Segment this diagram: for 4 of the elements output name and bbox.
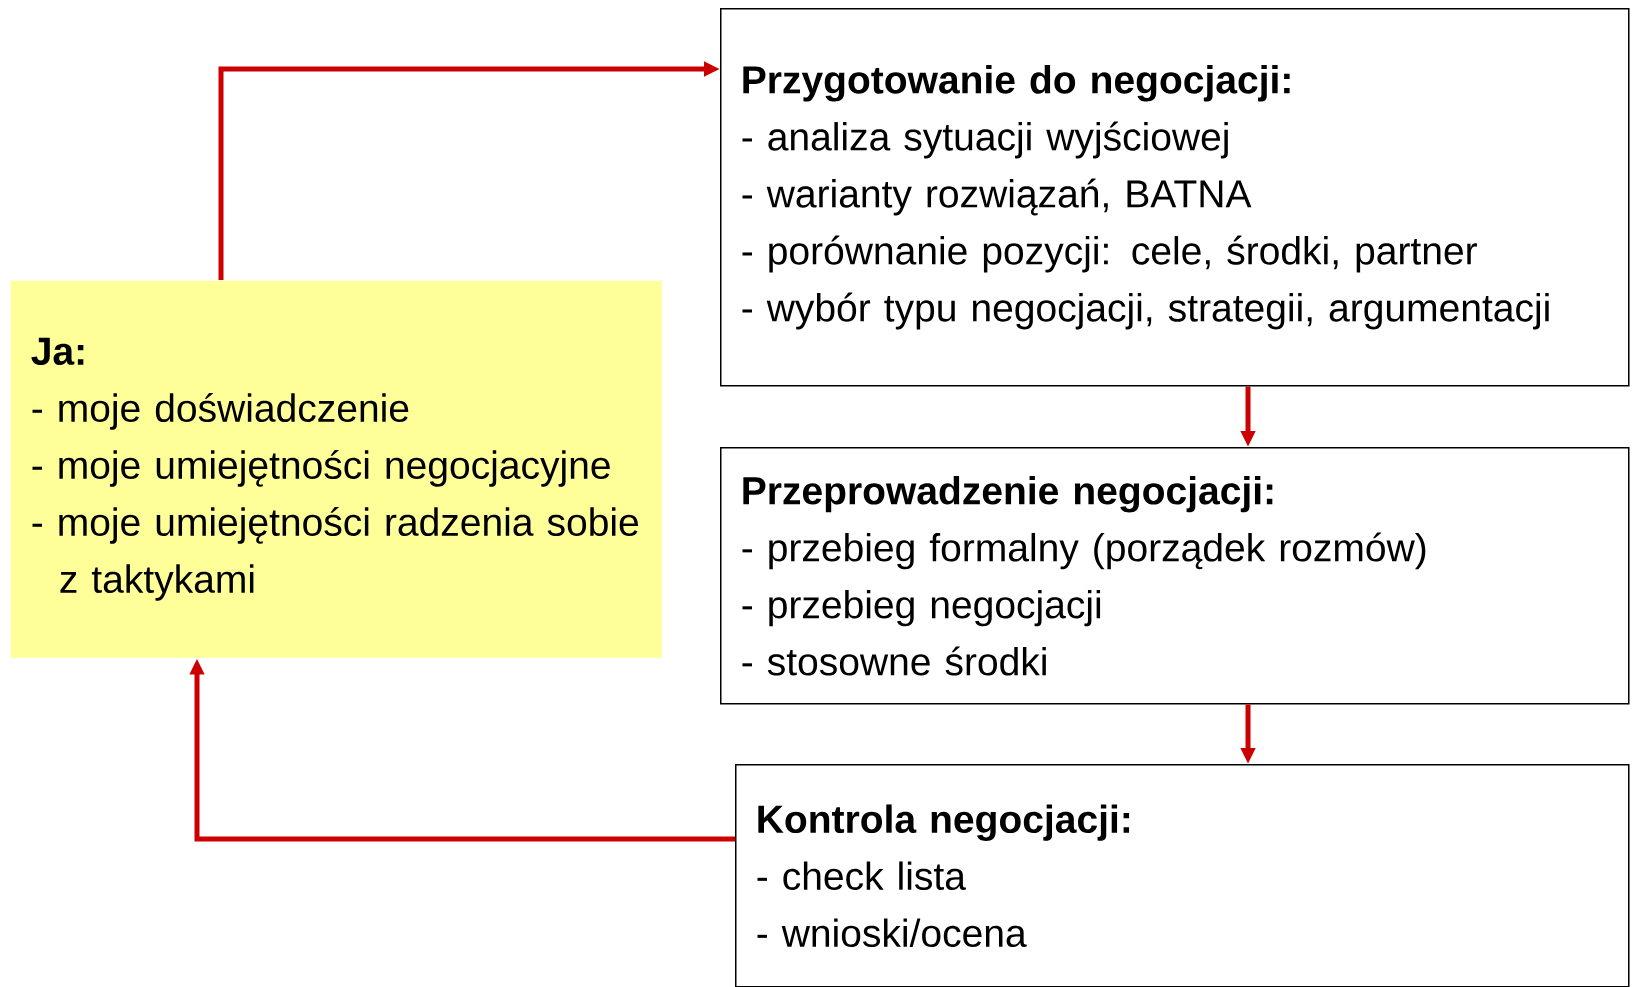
note-box: Ja: - moje doświadczenie - moje umiejętności negocjacyjne - moje umiejętności radzenia sobie z taktykami	[10, 280, 662, 658]
process-box: Przygotowanie do negocjacji: - analiza sytuacji wyjściowej - warianty rozwiązań, BATNA - porównanie pozycji: cele, środki, partner - wybór typu negocjacji, strategii, argumentacji	[720, 8, 1630, 387]
process-box: Kontrola negocjacji: - check lista - wnioski/ocena	[735, 764, 1630, 987]
process-box: Przeprowadzenie negocjacji: - przebieg formalny (porządek rozmów) - przebieg negocjacji - stosowne środki	[720, 447, 1630, 705]
